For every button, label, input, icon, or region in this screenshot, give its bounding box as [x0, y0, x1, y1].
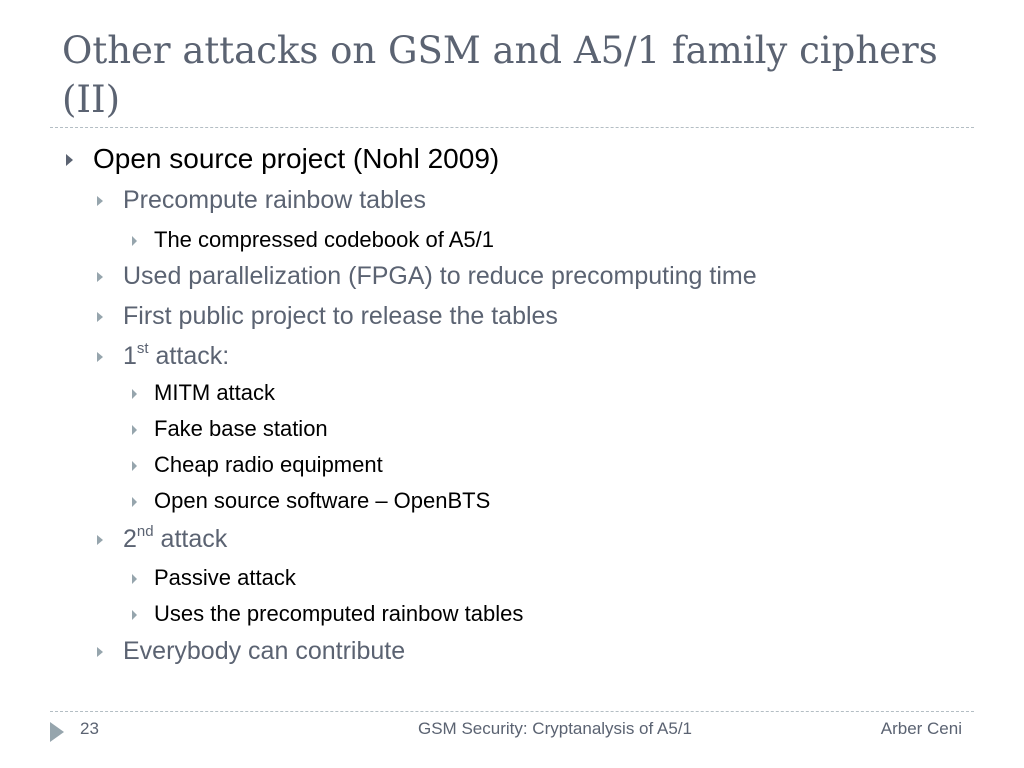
- bullet-text: Everybody can contribute: [123, 637, 406, 665]
- bullet-ordinal: 1: [123, 342, 137, 370]
- bullet-arrow-icon: [132, 389, 137, 399]
- bullet-arrow-icon: [132, 461, 137, 471]
- bullet-arrow-icon: [97, 272, 103, 282]
- bullet-arrow-icon: [97, 196, 103, 206]
- bullet-item-l3: Cheap radio equipment: [132, 452, 383, 478]
- footer-title: GSM Security: Cryptanalysis of A5/1: [418, 719, 692, 738]
- bullet-arrow-icon: [97, 647, 103, 657]
- bullet-text: Used parallelization (FPGA) to reduce pr…: [123, 262, 757, 290]
- bullet-text: Fake base station: [154, 416, 328, 441]
- bullet-text: Passive attack: [154, 565, 296, 590]
- bullet-text: Open source project (Nohl 2009): [93, 143, 500, 174]
- bullet-arrow-icon: [132, 497, 137, 507]
- bullet-item-l2: Precompute rainbow tables: [97, 186, 426, 215]
- bullet-item-l1: Open source project (Nohl 2009): [66, 143, 500, 175]
- bullet-item-l2: First public project to release the tabl…: [97, 302, 558, 331]
- bullet-item-l3: Passive attack: [132, 565, 296, 591]
- bullet-text: attack:: [148, 342, 230, 370]
- bullet-text: Precompute rainbow tables: [123, 186, 426, 214]
- bullet-item-l2: 1st attack:: [97, 340, 230, 371]
- bullet-text: MITM attack: [154, 380, 276, 405]
- bullet-ordinal: 2: [123, 525, 137, 553]
- footer-divider: [50, 711, 974, 712]
- bullet-item-l3: Fake base station: [132, 416, 328, 442]
- bullet-text: The compressed codebook of A5/1: [154, 227, 494, 252]
- bullet-item-l3: Open source software – OpenBTS: [132, 488, 491, 514]
- bullet-arrow-icon: [97, 312, 103, 322]
- bullet-arrow-icon: [132, 574, 137, 584]
- bullet-text: Uses the precomputed rainbow tables: [154, 601, 524, 626]
- ordinal-suffix: nd: [136, 523, 154, 540]
- bullet-item-l3: Uses the precomputed rainbow tables: [132, 601, 524, 627]
- bullet-text: Cheap radio equipment: [154, 452, 383, 477]
- ordinal-suffix: st: [136, 340, 149, 357]
- bullet-arrow-icon: [132, 610, 137, 620]
- bullet-text: First public project to release the tabl…: [123, 302, 558, 330]
- bullet-item-l2: Everybody can contribute: [97, 637, 406, 666]
- bullet-arrow-icon: [97, 352, 103, 362]
- title-divider: [50, 127, 974, 128]
- page-number: 23: [80, 719, 99, 738]
- slide-title: Other attacks on GSM and A5/1 family cip…: [62, 29, 938, 121]
- slide-marker-icon: [50, 722, 64, 742]
- bullet-item-l3: The compressed codebook of A5/1: [132, 227, 494, 253]
- bullet-item-l2: 2nd attack: [97, 523, 228, 554]
- bullet-arrow-icon: [97, 535, 103, 545]
- bullet-arrow-icon: [132, 236, 137, 246]
- footer-author: Arber Ceni: [880, 719, 962, 738]
- bullet-text: attack: [153, 525, 228, 553]
- bullet-text: Open source software – OpenBTS: [154, 488, 491, 513]
- bullet-item-l2: Used parallelization (FPGA) to reduce pr…: [97, 262, 757, 291]
- bullet-item-l3: MITM attack: [132, 380, 276, 406]
- bullet-arrow-icon: [66, 154, 73, 166]
- bullet-arrow-icon: [132, 425, 137, 435]
